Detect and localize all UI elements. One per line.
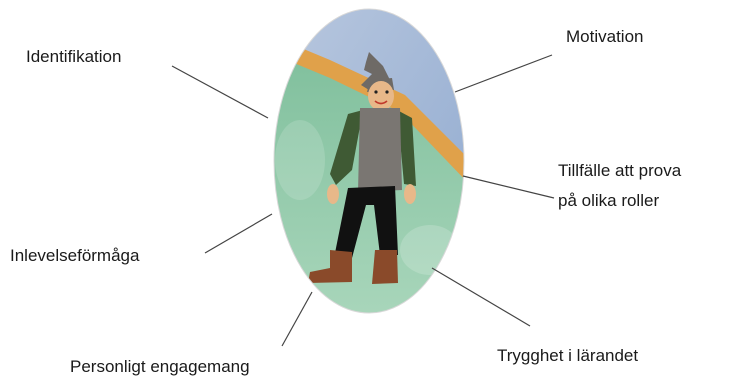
label-identifikation: Identifikation (26, 46, 121, 68)
leader-line-inlevelse (205, 214, 272, 253)
right-boot (372, 250, 398, 284)
left-eye (374, 90, 377, 93)
label-inlevelseformaga: Inlevelseförmåga (10, 245, 139, 267)
label-trygghet: Trygghet i lärandet (497, 345, 638, 367)
head (368, 81, 394, 111)
paint-patch (400, 225, 460, 275)
leader-line-tillfalle (463, 176, 554, 198)
oval-illustration (270, 5, 470, 325)
leader-line-identifikation (172, 66, 268, 118)
paint-patch (275, 120, 325, 200)
label-tillfalle-line2: på olika roller (558, 190, 659, 212)
right-eye (385, 90, 388, 93)
right-hand (404, 184, 416, 204)
label-motivation: Motivation (566, 26, 643, 48)
tunic (358, 108, 402, 192)
left-hand (327, 184, 339, 204)
leader-line-trygghet (432, 268, 530, 326)
label-tillfalle-line1: Tillfälle att prova (558, 160, 681, 182)
leader-line-motivation (455, 55, 552, 92)
label-personligt-engagemang: Personligt engagemang (70, 356, 250, 378)
leader-line-engagemang (282, 292, 312, 346)
